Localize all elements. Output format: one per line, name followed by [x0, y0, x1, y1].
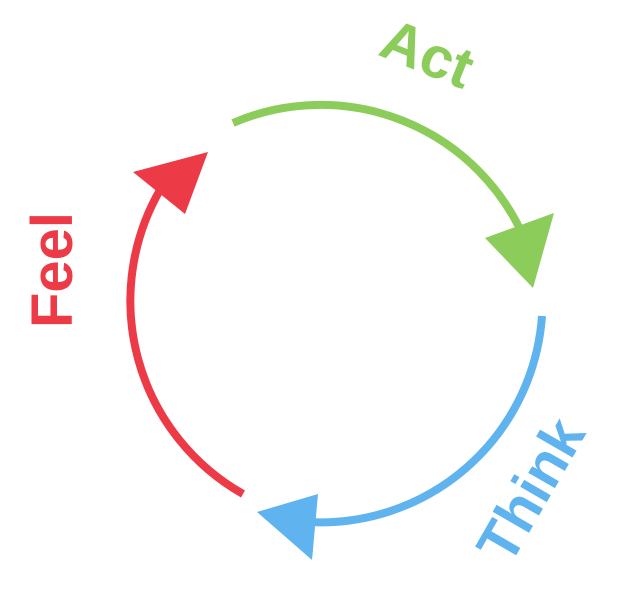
- feel-arrowhead: [133, 152, 208, 214]
- think-label: Think: [464, 406, 598, 573]
- think-arc: [307, 315, 546, 527]
- act-label: Act: [372, 6, 483, 101]
- feel-label: Feel: [20, 212, 85, 328]
- think-arrowhead: [257, 494, 318, 560]
- feel-arrow: [126, 152, 245, 498]
- think-arrow: [257, 315, 546, 560]
- act-arrow: [231, 101, 554, 288]
- act-arc: [231, 101, 529, 242]
- feel-arc: [126, 188, 245, 498]
- act-arrowhead: [485, 213, 554, 288]
